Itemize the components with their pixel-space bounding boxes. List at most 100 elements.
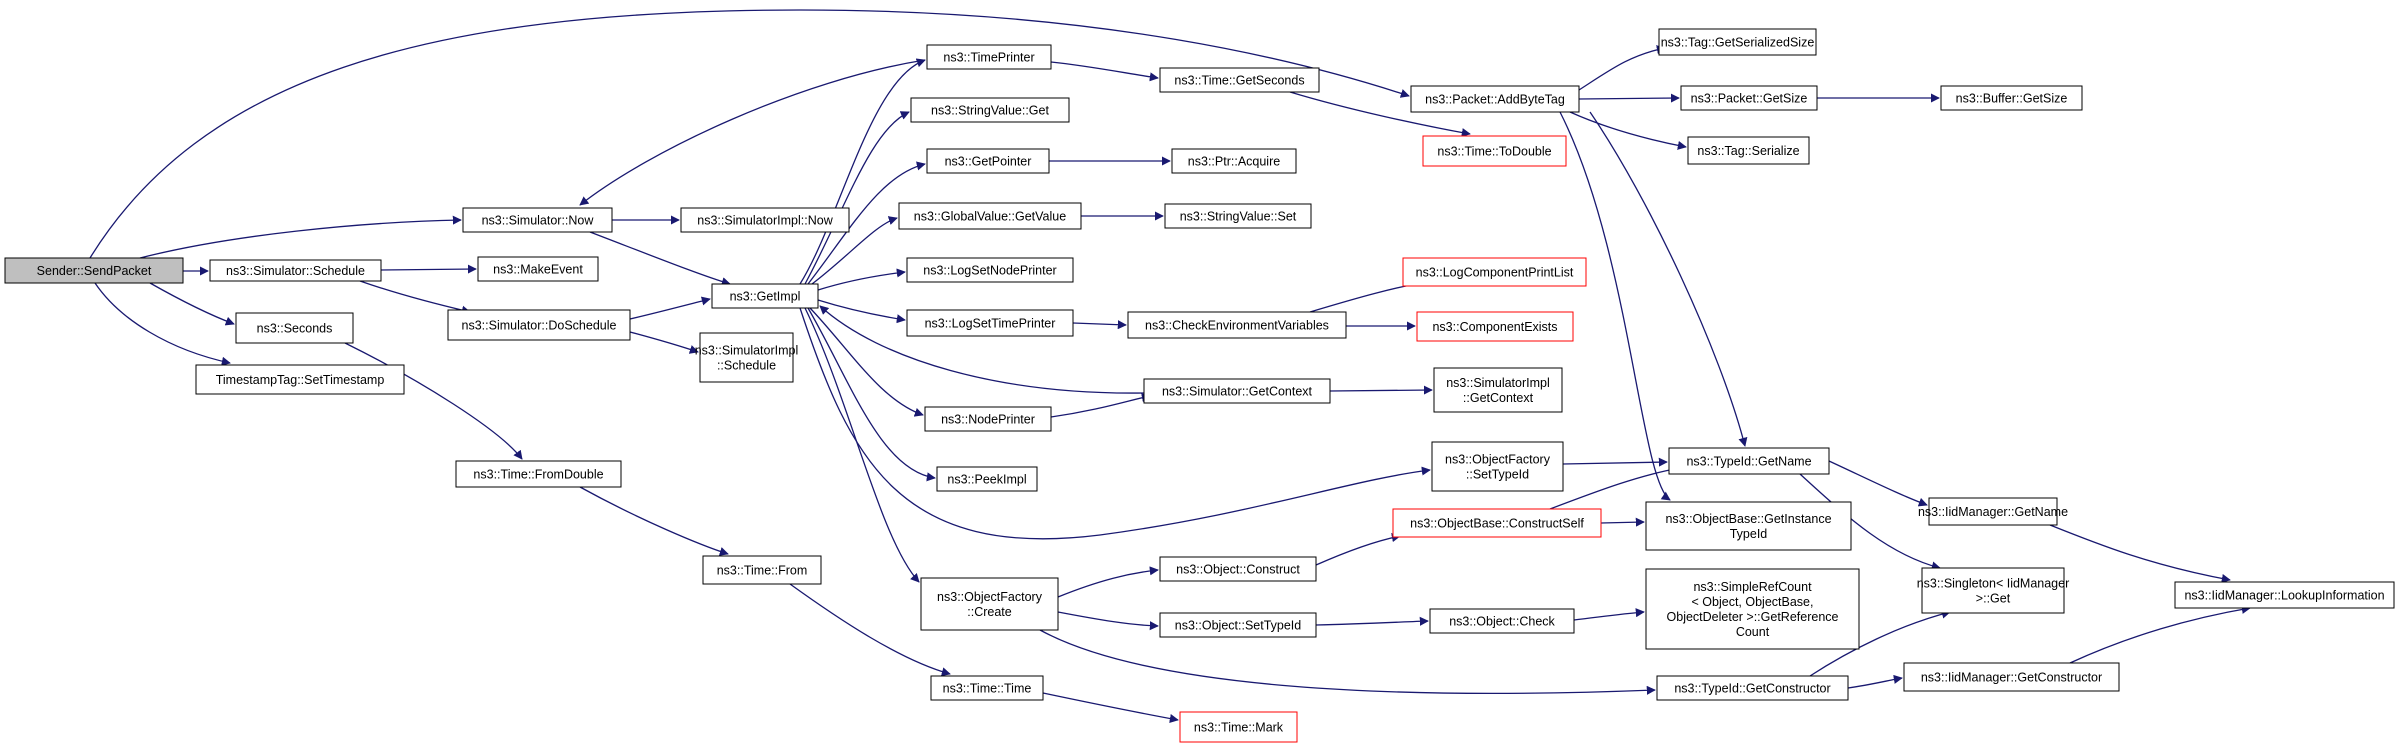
node-box[interactable] bbox=[926, 148, 1050, 174]
node-of-set-typeid[interactable]: ns3::ObjectFactory::SetTypeId bbox=[1431, 441, 1564, 492]
node-buffer-get-size[interactable]: ns3::Buffer::GetSize bbox=[1940, 85, 2083, 111]
node-box[interactable] bbox=[1921, 567, 2065, 614]
node-singleton-get[interactable]: ns3::Singleton< IidManager>::Get bbox=[1917, 567, 2070, 614]
node-get-pointer[interactable]: ns3::GetPointer bbox=[926, 148, 1050, 174]
node-box[interactable] bbox=[477, 256, 599, 282]
node-box[interactable] bbox=[906, 257, 1074, 283]
node-box[interactable] bbox=[1164, 203, 1312, 229]
node-box[interactable] bbox=[1159, 612, 1317, 638]
node-box[interactable] bbox=[1179, 711, 1298, 743]
node-get-impl[interactable]: ns3::GetImpl bbox=[711, 283, 819, 309]
node-box[interactable] bbox=[462, 207, 613, 233]
node-obj-check[interactable]: ns3::Object::Check bbox=[1429, 608, 1575, 634]
node-box[interactable] bbox=[235, 312, 354, 344]
node-send-packet[interactable]: Sender::SendPacket bbox=[4, 257, 184, 284]
node-obj-construct[interactable]: ns3::Object::Construct bbox=[1159, 556, 1317, 582]
node-box[interactable] bbox=[702, 555, 822, 585]
node-ptr-acquire[interactable]: ns3::Ptr::Acquire bbox=[1171, 148, 1297, 174]
node-typeid-get-name[interactable]: ns3::TypeId::GetName bbox=[1668, 447, 1830, 475]
node-box[interactable] bbox=[1645, 568, 1860, 650]
node-time-mark[interactable]: ns3::Time::Mark bbox=[1179, 711, 1298, 743]
node-time-printer[interactable]: ns3::TimePrinter bbox=[926, 44, 1052, 70]
node-box[interactable] bbox=[1429, 608, 1575, 634]
node-packet-get-size[interactable]: ns3::Packet::GetSize bbox=[1680, 85, 1818, 111]
node-seconds[interactable]: ns3::Seconds bbox=[235, 312, 354, 344]
node-ob-construct-self[interactable]: ns3::ObjectBase::ConstructSelf bbox=[1392, 508, 1602, 538]
node-box[interactable] bbox=[898, 202, 1082, 230]
node-obj-set-typeid[interactable]: ns3::Object::SetTypeId bbox=[1159, 612, 1317, 638]
node-box[interactable] bbox=[1402, 257, 1587, 287]
node-sim-schedule[interactable]: ns3::Simulator::Schedule bbox=[209, 259, 382, 282]
node-box[interactable] bbox=[1127, 311, 1347, 339]
node-box[interactable] bbox=[1940, 85, 2083, 111]
node-log-node-printer[interactable]: ns3::LogSetNodePrinter bbox=[906, 257, 1074, 283]
node-tag-get-serialized-size[interactable]: ns3::Tag::GetSerializedSize bbox=[1658, 28, 1817, 56]
node-box[interactable] bbox=[906, 309, 1074, 337]
node-box[interactable] bbox=[1687, 136, 1810, 165]
node-component-exists[interactable]: ns3::ComponentExists bbox=[1416, 311, 1574, 342]
node-simimpl-get-context[interactable]: ns3::SimulatorImpl::GetContext bbox=[1433, 367, 1563, 413]
node-box[interactable] bbox=[936, 466, 1038, 492]
node-check-env[interactable]: ns3::CheckEnvironmentVariables bbox=[1127, 311, 1347, 339]
node-packet-add-byte-tag[interactable]: ns3::Packet::AddByteTag bbox=[1410, 85, 1580, 113]
node-time-to-double[interactable]: ns3::Time::ToDouble bbox=[1422, 135, 1567, 167]
node-box[interactable] bbox=[680, 207, 850, 233]
node-time-get-seconds[interactable]: ns3::Time::GetSeconds bbox=[1159, 67, 1320, 93]
node-box[interactable] bbox=[930, 675, 1044, 701]
node-typeid-get-constructor[interactable]: ns3::TypeId::GetConstructor bbox=[1656, 675, 1849, 701]
node-gv-get-value[interactable]: ns3::GlobalValue::GetValue bbox=[898, 202, 1082, 230]
node-of-create[interactable]: ns3::ObjectFactory::Create bbox=[920, 577, 1059, 631]
node-sim-get-context[interactable]: ns3::Simulator::GetContext bbox=[1143, 378, 1331, 404]
node-from-double[interactable]: ns3::Time::FromDouble bbox=[455, 460, 622, 488]
node-box[interactable] bbox=[1416, 311, 1574, 342]
node-time-time[interactable]: ns3::Time::Time bbox=[930, 675, 1044, 701]
node-simimpl-schedule[interactable]: ns3::SimulatorImpl::Schedule bbox=[695, 332, 799, 383]
node-box[interactable] bbox=[910, 97, 1070, 123]
node-box[interactable] bbox=[920, 577, 1059, 631]
node-iid-get-constructor[interactable]: ns3::IidManager::GetConstructor bbox=[1903, 662, 2120, 692]
node-box[interactable] bbox=[924, 406, 1052, 432]
node-box[interactable] bbox=[926, 44, 1052, 70]
node-box[interactable] bbox=[1668, 447, 1830, 475]
node-box[interactable] bbox=[1433, 367, 1563, 413]
node-box[interactable] bbox=[1159, 556, 1317, 582]
node-iid-lookup[interactable]: ns3::IidManager::LookupInformation bbox=[2174, 581, 2395, 609]
node-box[interactable] bbox=[455, 460, 622, 488]
node-box[interactable] bbox=[1422, 135, 1567, 167]
node-box[interactable] bbox=[1171, 148, 1297, 174]
node-node-printer[interactable]: ns3::NodePrinter bbox=[924, 406, 1052, 432]
node-box[interactable] bbox=[699, 332, 794, 383]
node-box[interactable] bbox=[4, 257, 184, 284]
node-log-component-print-list[interactable]: ns3::LogComponentPrintList bbox=[1402, 257, 1587, 287]
node-box[interactable] bbox=[195, 364, 405, 395]
node-box[interactable] bbox=[1159, 67, 1320, 93]
node-sim-now[interactable]: ns3::Simulator::Now bbox=[462, 207, 613, 233]
node-box[interactable] bbox=[1431, 441, 1564, 492]
node-string-get[interactable]: ns3::StringValue::Get bbox=[910, 97, 1070, 123]
node-box[interactable] bbox=[1392, 508, 1602, 538]
node-box[interactable] bbox=[447, 309, 631, 341]
node-simple-ref-count[interactable]: ns3::SimpleRefCount< Object, ObjectBase,… bbox=[1645, 568, 1860, 650]
node-string-set[interactable]: ns3::StringValue::Set bbox=[1164, 203, 1312, 229]
node-time-from[interactable]: ns3::Time::From bbox=[702, 555, 822, 585]
node-box[interactable] bbox=[1410, 85, 1580, 113]
node-box[interactable] bbox=[1680, 85, 1818, 111]
node-box[interactable] bbox=[1903, 662, 2120, 692]
node-peek-impl[interactable]: ns3::PeekImpl bbox=[936, 466, 1038, 492]
node-set-timestamp[interactable]: TimestampTag::SetTimestamp bbox=[195, 364, 405, 395]
node-box[interactable] bbox=[1656, 675, 1849, 701]
node-box[interactable] bbox=[2174, 581, 2395, 609]
node-log-time-printer[interactable]: ns3::LogSetTimePrinter bbox=[906, 309, 1074, 337]
node-iid-get-name[interactable]: ns3::IidManager::GetName bbox=[1918, 497, 2068, 526]
node-box[interactable] bbox=[1928, 497, 2058, 526]
node-box[interactable] bbox=[1645, 501, 1852, 551]
node-box[interactable] bbox=[711, 283, 819, 309]
node-make-event[interactable]: ns3::MakeEvent bbox=[477, 256, 599, 282]
node-box[interactable] bbox=[1658, 28, 1817, 56]
node-tag-serialize[interactable]: ns3::Tag::Serialize bbox=[1687, 136, 1810, 165]
node-simimpl-now[interactable]: ns3::SimulatorImpl::Now bbox=[680, 207, 850, 233]
node-box[interactable] bbox=[209, 259, 382, 282]
node-box[interactable] bbox=[1143, 378, 1331, 404]
node-do-schedule[interactable]: ns3::Simulator::DoSchedule bbox=[447, 309, 631, 341]
